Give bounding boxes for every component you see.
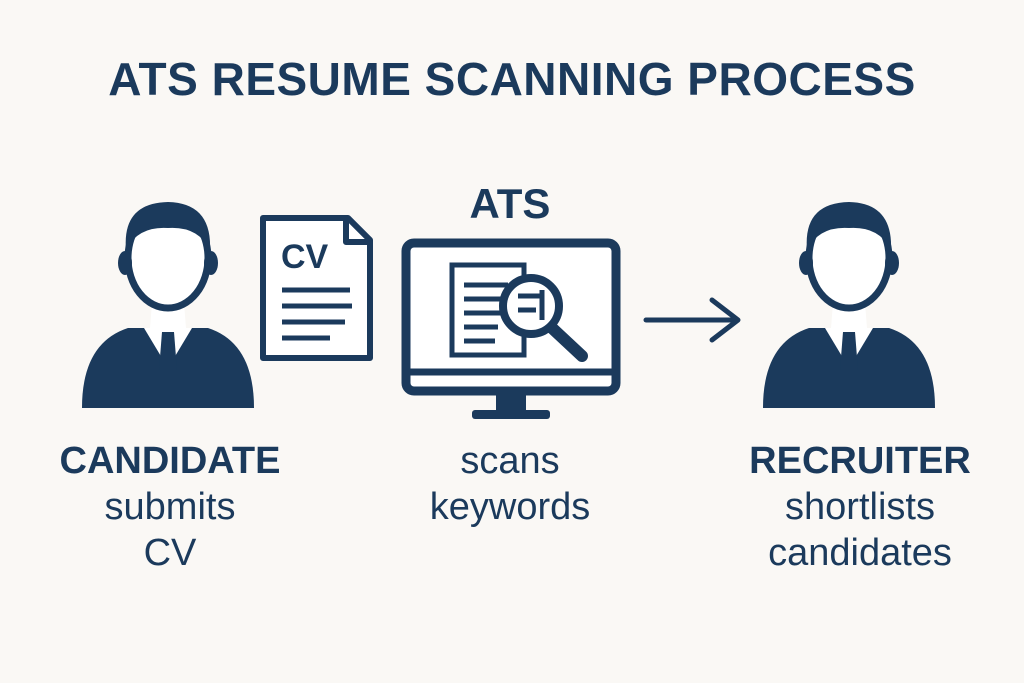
recruiter-person-icon (763, 202, 935, 408)
arrow-right-icon (643, 297, 741, 343)
magnifier-icon (499, 274, 588, 362)
step-text: submits (104, 486, 236, 528)
step-text: candidates (768, 532, 952, 574)
monitor-icon (401, 238, 621, 419)
step-text: scans (460, 440, 560, 482)
step-ats: scans keywords (380, 438, 640, 530)
step-text: CV (143, 532, 197, 574)
step-role: RECRUITER (749, 440, 971, 482)
ats-label: ATS (469, 180, 551, 227)
step-role: CANDIDATE (59, 440, 281, 482)
step-text: keywords (429, 486, 591, 528)
cv-document-icon: CV (260, 215, 373, 361)
step-text: shortlists (785, 486, 935, 528)
step-recruiter: RECRUITER shortlists candidates (710, 438, 1010, 576)
cv-label: CV (281, 238, 329, 276)
page-title: ATS RESUME SCANNING PROCESS (108, 53, 916, 105)
candidate-person-icon (82, 202, 254, 408)
step-candidate: CANDIDATE submits CV (30, 438, 310, 576)
